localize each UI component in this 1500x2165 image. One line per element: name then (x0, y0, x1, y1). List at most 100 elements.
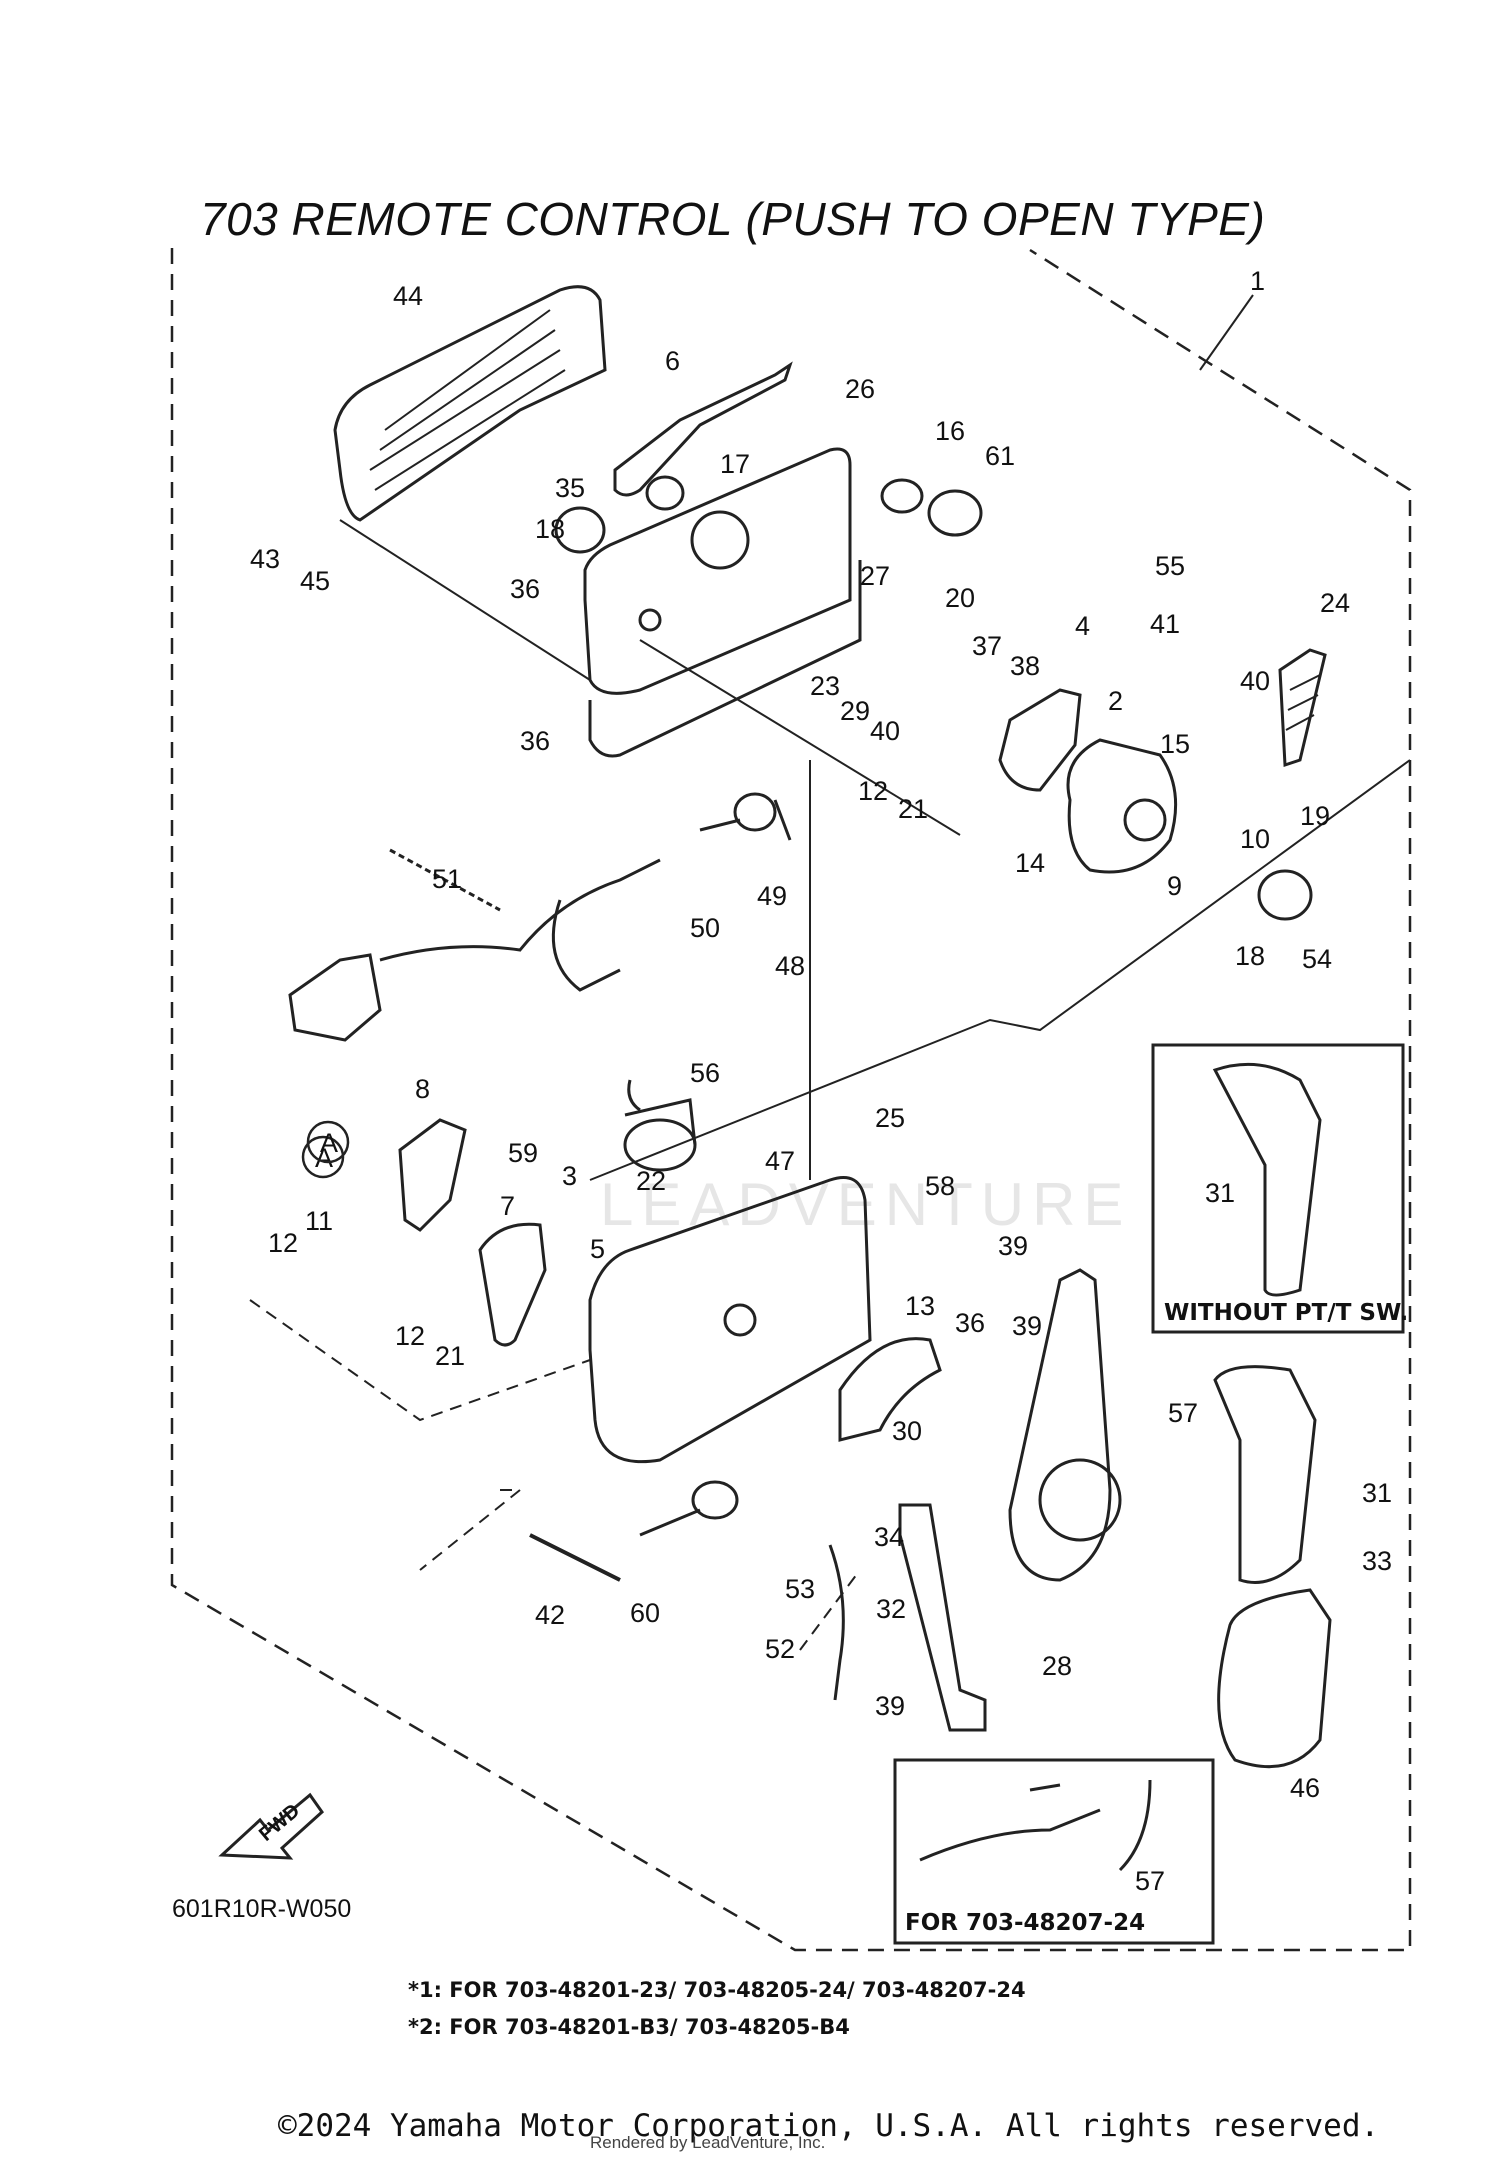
callout-label: 30 (892, 1416, 922, 1446)
callout-label: 47 (765, 1146, 795, 1176)
diagram-title: 703 REMOTE CONTROL (PUSH TO OPEN TYPE) (200, 193, 1266, 245)
part-26-housing (583, 447, 862, 758)
inset-for-model-box (893, 1758, 1215, 1945)
part-24-boot (1278, 648, 1327, 768)
callout-label: 36 (955, 1308, 985, 1338)
callout-label: 31 (1362, 1478, 1392, 1508)
callout-label: 34 (874, 1522, 904, 1552)
inset-without-pt-label: WITHOUT PT/T SW. (1164, 1300, 1409, 1326)
callout-label: 16 (935, 416, 965, 446)
wiring-harness (288, 848, 661, 1042)
part-3-plate (478, 1222, 547, 1347)
callout-label: 21 (435, 1341, 465, 1371)
part-49-key-switch (699, 792, 792, 841)
callout-label: 54 (1302, 944, 1332, 974)
callout-label: 12 (395, 1321, 425, 1351)
callout-label: 4 (1075, 611, 1090, 641)
fwd-arrow-icon: FWD (218, 1792, 324, 1860)
callout-label: 2 (1108, 686, 1123, 716)
callout-label: 37 (972, 631, 1002, 661)
callout-label: 19 (1300, 801, 1330, 831)
callout-label: 1 (1250, 266, 1265, 296)
leader-line (589, 759, 1411, 1181)
callout-label: 15 (1160, 729, 1190, 759)
callout-label: 24 (1320, 588, 1350, 618)
callout-label: 32 (876, 1594, 906, 1624)
ring-parts (554, 475, 1313, 921)
callout-label: 57 (1168, 1398, 1198, 1428)
rendered-by: Rendered by LeadVenture, Inc. (590, 2133, 826, 2152)
watermark-text: LEADVENTURE (600, 1171, 1132, 1238)
callout-label: 7 (500, 1191, 515, 1221)
callout-label: 41 (1150, 609, 1180, 639)
callout-label: 31 (1205, 1178, 1235, 1208)
callout-label: 11 (305, 1206, 333, 1236)
part-25-lower-housing (588, 1176, 872, 1464)
callout-label: 39 (1012, 1311, 1042, 1341)
part-46-cover (1217, 1588, 1332, 1769)
callout-label: 39 (875, 1691, 905, 1721)
callout-label: 22 (636, 1166, 666, 1196)
callout-label: 40 (1240, 666, 1270, 696)
assembly-guide-lines (249, 1299, 861, 1651)
part-52-switch (639, 1480, 845, 1701)
callout-label: 29 (840, 696, 870, 726)
callout-label: 27 (860, 561, 890, 591)
part-8-bracket (398, 1118, 467, 1232)
callout-label: 45 (300, 566, 330, 596)
part-31-grip (1213, 1365, 1317, 1584)
callout-label: 9 (1167, 871, 1182, 901)
callout-label: 26 (845, 374, 875, 404)
callout-label: 52 (765, 1634, 795, 1664)
callout-label: A (315, 1143, 333, 1173)
callout-label: 55 (1155, 551, 1185, 581)
part-13-detent (838, 1337, 942, 1442)
inset-grip-drawing (1212, 1062, 1322, 1297)
callout-label: 51 (432, 864, 462, 894)
callout-label: 20 (945, 583, 975, 613)
callout-label: 59 (508, 1138, 538, 1168)
callout-label: 18 (535, 514, 565, 544)
callout-label: 5 (590, 1234, 605, 1264)
callout-label: 6 (665, 346, 680, 376)
inset-harness-drawing (919, 1779, 1152, 1872)
copyright-notice: ©2024 Yamaha Motor Corporation, U.S.A. A… (278, 2108, 1380, 2144)
part-44-cover (333, 285, 607, 522)
callout-label: 39 (998, 1231, 1028, 1261)
part-6-bracket (613, 361, 793, 497)
callout-label: 61 (985, 441, 1015, 471)
part-32-arm (898, 1503, 987, 1732)
callout-label: 56 (690, 1058, 720, 1088)
callout-label: A (320, 1128, 338, 1158)
footnote-2: *2: FOR 703-48201-B3/ 703-48205-B4 (408, 2015, 850, 2039)
callout-label: 36 (510, 574, 540, 604)
assembly-boundary (170, 248, 1412, 1952)
callout-label: 38 (1010, 651, 1040, 681)
callout-label: 18 (1235, 941, 1265, 971)
part-4-plate (998, 688, 1082, 792)
part-56-sender (623, 1079, 697, 1172)
callout-label: 8 (415, 1074, 430, 1104)
callout-circle (306, 1120, 350, 1164)
footnote-1: *1: FOR 703-48201-23/ 703-48205-24/ 703-… (408, 1978, 1026, 2002)
callout-label: 12 (268, 1228, 298, 1258)
part-2-drum (1066, 738, 1178, 874)
callout-label: 12 (858, 776, 888, 806)
leader-line (339, 519, 591, 681)
callout-label: 40 (870, 716, 900, 746)
callout-label: 58 (925, 1171, 955, 1201)
inset-for-model-label: FOR 703-48207-24 (905, 1910, 1146, 1936)
callout-label: 44 (393, 281, 423, 311)
callout-label: 48 (775, 951, 805, 981)
leader-line (639, 639, 961, 836)
callout-label: 14 (1015, 848, 1045, 878)
callout-label: 49 (757, 881, 787, 911)
callout-label: 10 (1240, 824, 1270, 854)
callout-label: 35 (555, 473, 585, 503)
inset-without-pt-box (1151, 1043, 1405, 1334)
callout-label: 21 (898, 794, 928, 824)
callout-label: 3 (562, 1161, 577, 1191)
part-42-bolt (529, 1533, 621, 1582)
